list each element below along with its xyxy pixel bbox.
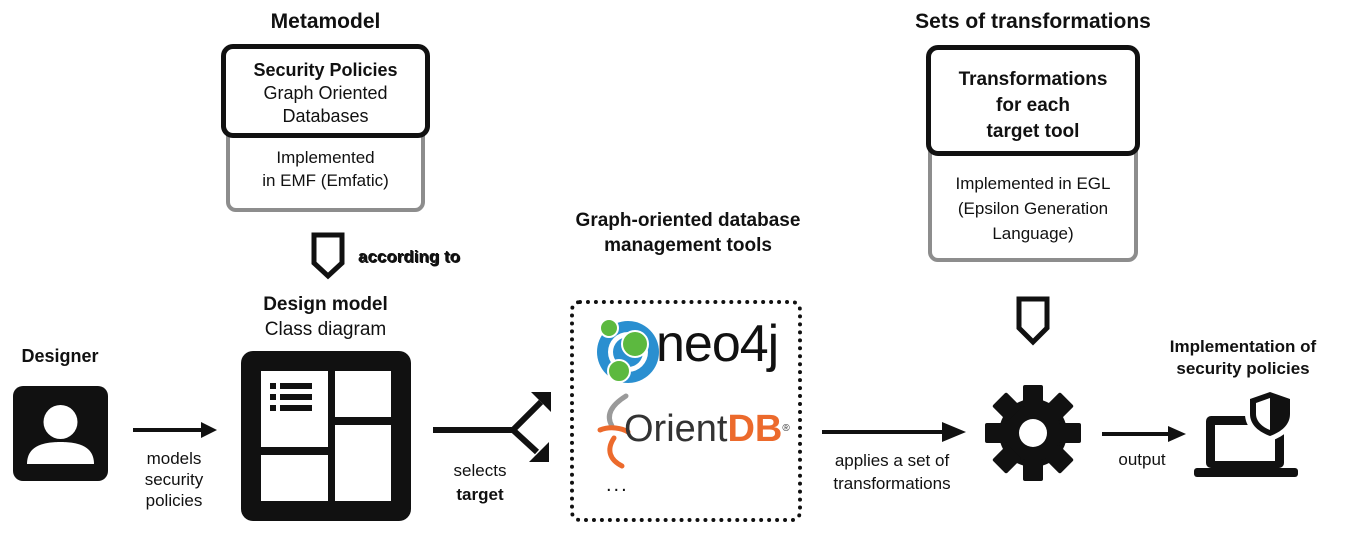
implementation-line1: Implementation of bbox=[1169, 337, 1317, 356]
applies-label: applies a set of transformations bbox=[806, 449, 978, 495]
selects-fork-arrow bbox=[433, 392, 551, 462]
transformations-impl-line3: Language) bbox=[992, 224, 1074, 243]
transformations-impl-line1: Implemented in EGL bbox=[955, 174, 1111, 193]
metamodel-impl-line2: in EMF (Emfatic) bbox=[262, 171, 389, 190]
models-label: models security policies bbox=[124, 448, 224, 511]
transformations-inner-box: Transformations for each target tool bbox=[926, 45, 1140, 156]
applies-arrow bbox=[822, 422, 966, 442]
tools-ellipsis: ... bbox=[606, 474, 629, 496]
orientdb-registered: ® bbox=[782, 423, 790, 434]
design-model-heading: Design model Class diagram bbox=[226, 292, 425, 342]
models-arrow bbox=[133, 422, 217, 438]
neo4j-wordmark: neo4j bbox=[656, 315, 779, 373]
transformations-inner-line1: Transformations bbox=[958, 69, 1108, 90]
applies-label-line2: transformations bbox=[833, 474, 951, 493]
applies-label-line1: applies a set of bbox=[834, 451, 950, 470]
tools-dotted-box bbox=[570, 300, 802, 522]
design-model-subtitle: Class diagram bbox=[264, 319, 387, 340]
selects-label-line2: target bbox=[456, 485, 504, 504]
orientdb-wordmark: OrientDB® bbox=[624, 408, 790, 450]
transformations-inner-line3: target tool bbox=[986, 121, 1080, 142]
metamodel-title: Metamodel bbox=[270, 10, 381, 33]
metamodel-inner-box: Security Policies Graph Oriented Databas… bbox=[221, 44, 430, 138]
design-model-title: Design model bbox=[263, 294, 388, 315]
tools-heading-line1: Graph-oriented database bbox=[575, 210, 801, 231]
metamodel-inner-line1: Graph Oriented bbox=[263, 83, 388, 103]
selects-label: selects target bbox=[430, 459, 530, 507]
implementation-heading: Implementation of security policies bbox=[1140, 336, 1346, 380]
class-diagram-icon bbox=[241, 351, 411, 521]
models-label-line2: security bbox=[144, 470, 204, 489]
according-to-label: according to bbox=[358, 247, 461, 266]
transformations-impl-line2: (Epsilon Generation bbox=[957, 199, 1109, 218]
transformations-title: Sets of transformations bbox=[915, 10, 1151, 33]
metamodel-impl-text: Implemented in EMF (Emfatic) bbox=[226, 146, 425, 192]
selects-label-line1: selects bbox=[453, 461, 507, 480]
tools-heading-line2: management tools bbox=[604, 235, 772, 256]
neo4j-logo-icon bbox=[597, 318, 659, 383]
secured-laptop-icon bbox=[1194, 388, 1298, 477]
tools-heading: Graph-oriented database management tools bbox=[540, 208, 836, 258]
output-label: output bbox=[1118, 450, 1166, 469]
orientdb-swirl-icon bbox=[597, 393, 631, 469]
transformations-inner-line2: for each bbox=[996, 95, 1070, 116]
models-label-line3: policies bbox=[145, 491, 203, 510]
designer-avatar-icon bbox=[13, 386, 108, 481]
metamodel-inner-line2: Databases bbox=[282, 106, 369, 126]
output-arrow bbox=[1102, 426, 1186, 442]
designer-label: Designer bbox=[21, 346, 99, 366]
models-label-line1: models bbox=[146, 449, 202, 468]
gear-icon bbox=[985, 385, 1081, 481]
orientdb-word-db: DB bbox=[727, 408, 783, 450]
implementation-line2: security policies bbox=[1176, 359, 1310, 378]
metamodel-inner-title: Security Policies bbox=[253, 60, 398, 80]
metamodel-impl-line1: Implemented bbox=[276, 148, 375, 167]
transformations-impl-text: Implemented in EGL (Epsilon Generation L… bbox=[928, 171, 1138, 246]
according-to-chevron-icon bbox=[311, 232, 345, 280]
transformations-chevron-icon bbox=[1016, 296, 1050, 346]
orientdb-word-orient: Orient bbox=[624, 408, 728, 450]
